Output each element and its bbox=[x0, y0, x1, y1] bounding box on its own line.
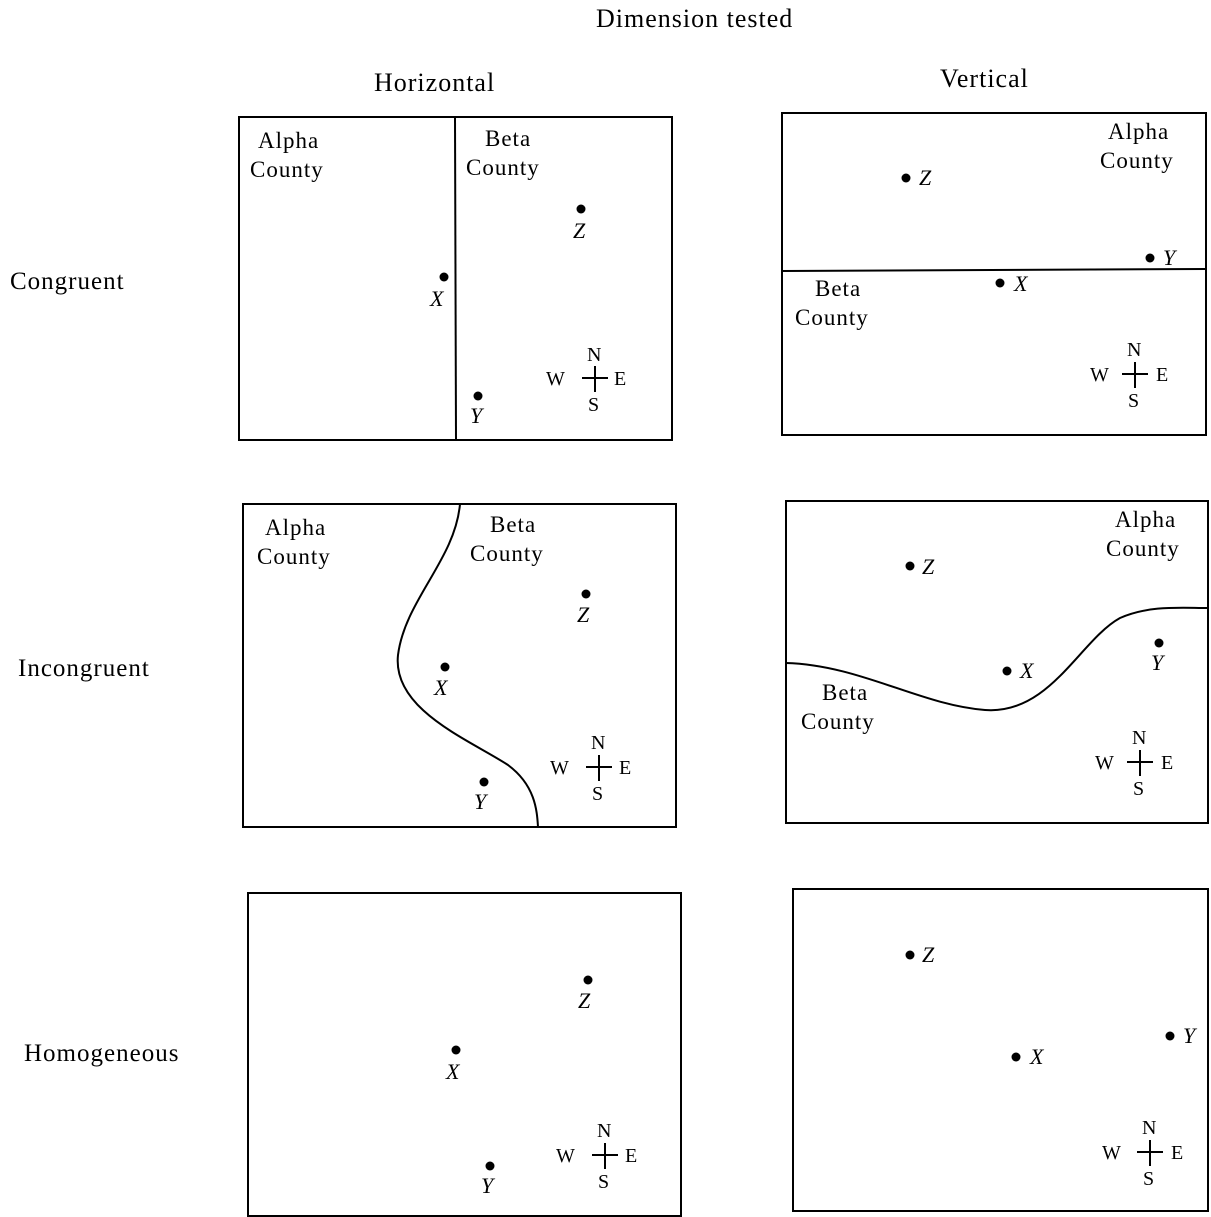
svg-text:N: N bbox=[1127, 339, 1141, 361]
county-border bbox=[396, 503, 539, 828]
point-x-label: X bbox=[1013, 271, 1029, 296]
point-z-dot bbox=[576, 204, 586, 214]
point-y-label: Y bbox=[1183, 1023, 1198, 1048]
svg-text:N: N bbox=[587, 344, 601, 366]
point-y-label: Y bbox=[1163, 245, 1178, 270]
beta-county-label-2: County bbox=[466, 155, 540, 180]
svg-text:S: S bbox=[1143, 1168, 1154, 1190]
svg-text:E: E bbox=[1161, 752, 1173, 774]
column-header-vertical: Vertical bbox=[940, 64, 1029, 93]
svg-text:S: S bbox=[1133, 778, 1144, 800]
svg-text:W: W bbox=[550, 757, 569, 779]
figure-title: Dimension tested bbox=[596, 4, 794, 33]
map-frame bbox=[247, 892, 682, 1217]
row-label-homogeneous: Homogeneous bbox=[24, 1040, 180, 1067]
column-header-horizontal: Horizontal bbox=[374, 68, 496, 97]
point-y-dot bbox=[473, 391, 483, 401]
map-frame bbox=[792, 888, 1209, 1212]
compass-icon: N S W E bbox=[1090, 339, 1168, 412]
svg-text:S: S bbox=[588, 394, 599, 416]
point-y-label: Y bbox=[470, 403, 485, 428]
point-z-label: Z bbox=[578, 988, 591, 1013]
svg-text:S: S bbox=[598, 1171, 609, 1193]
point-z-label: Z bbox=[922, 942, 935, 967]
compass-icon: N S W E bbox=[1095, 727, 1173, 800]
svg-text:S: S bbox=[592, 783, 603, 805]
point-z-dot bbox=[583, 975, 593, 985]
svg-text:E: E bbox=[619, 757, 631, 779]
beta-county-label: Beta bbox=[490, 512, 536, 537]
county-border bbox=[781, 268, 1207, 272]
svg-text:E: E bbox=[1171, 1142, 1183, 1164]
svg-text:E: E bbox=[614, 368, 626, 390]
map-frame bbox=[785, 500, 1209, 824]
point-x-label: X bbox=[1019, 658, 1035, 683]
svg-text:E: E bbox=[1156, 364, 1168, 386]
point-z-dot bbox=[905, 561, 915, 571]
point-x-dot bbox=[440, 662, 450, 672]
beta-county-label-2: County bbox=[470, 541, 544, 566]
point-x-label: X bbox=[445, 1059, 461, 1084]
point-x-dot bbox=[1011, 1052, 1021, 1062]
point-x-dot bbox=[1002, 666, 1012, 676]
point-y-label: Y bbox=[1151, 650, 1166, 675]
svg-text:N: N bbox=[597, 1120, 611, 1142]
alpha-county-label-2: County bbox=[1100, 148, 1174, 173]
point-x-label: X bbox=[433, 675, 449, 700]
beta-county-label: Beta bbox=[485, 126, 531, 151]
alpha-county-label: Alpha bbox=[265, 515, 326, 540]
alpha-county-label: Alpha bbox=[1115, 507, 1176, 532]
row-label-congruent: Congruent bbox=[10, 268, 125, 295]
alpha-county-label-2: County bbox=[1106, 536, 1180, 561]
svg-text:W: W bbox=[1090, 364, 1109, 386]
point-y-dot bbox=[479, 777, 489, 787]
beta-county-label: Beta bbox=[822, 680, 868, 705]
point-z-label: Z bbox=[922, 554, 935, 579]
point-x-dot bbox=[995, 278, 1005, 288]
point-y-dot bbox=[1145, 253, 1155, 263]
beta-county-label: Beta bbox=[815, 276, 861, 301]
point-y-dot bbox=[485, 1161, 495, 1171]
point-z-dot bbox=[905, 950, 915, 960]
point-x-dot bbox=[451, 1045, 461, 1055]
beta-county-label-2: County bbox=[801, 709, 875, 734]
row-label-incongruent: Incongruent bbox=[18, 655, 150, 682]
point-z-dot bbox=[581, 589, 591, 599]
point-y-dot bbox=[1165, 1031, 1175, 1041]
beta-county-label-2: County bbox=[795, 305, 869, 330]
svg-text:E: E bbox=[625, 1145, 637, 1167]
point-z-label: Z bbox=[919, 165, 932, 190]
compass-icon: N S W E bbox=[550, 732, 631, 805]
compass-icon: N S W E bbox=[556, 1120, 637, 1193]
svg-text:N: N bbox=[1132, 727, 1146, 749]
point-y-label: Y bbox=[481, 1173, 496, 1198]
svg-text:S: S bbox=[1128, 390, 1139, 412]
compass-icon: N S W E bbox=[1102, 1117, 1183, 1190]
point-x-dot bbox=[439, 272, 449, 282]
point-z-label: Z bbox=[577, 602, 590, 627]
svg-text:W: W bbox=[1102, 1142, 1121, 1164]
svg-text:W: W bbox=[1095, 752, 1114, 774]
point-x-label: X bbox=[429, 286, 445, 311]
map-frame bbox=[781, 112, 1207, 436]
svg-text:N: N bbox=[1142, 1117, 1156, 1139]
point-z-label: Z bbox=[573, 218, 586, 243]
svg-text:W: W bbox=[546, 368, 565, 390]
svg-text:W: W bbox=[556, 1145, 575, 1167]
county-border bbox=[785, 606, 1209, 712]
alpha-county-label-2: County bbox=[250, 157, 324, 182]
county-border bbox=[454, 116, 457, 441]
point-y-dot bbox=[1154, 638, 1164, 648]
point-x-label: X bbox=[1029, 1044, 1045, 1069]
svg-text:N: N bbox=[591, 732, 605, 754]
point-z-dot bbox=[901, 173, 911, 183]
compass-icon: N S W E bbox=[546, 344, 626, 416]
point-y-label: Y bbox=[474, 789, 489, 814]
alpha-county-label: Alpha bbox=[1108, 119, 1169, 144]
alpha-county-label: Alpha bbox=[258, 128, 319, 153]
alpha-county-label-2: County bbox=[257, 544, 331, 569]
